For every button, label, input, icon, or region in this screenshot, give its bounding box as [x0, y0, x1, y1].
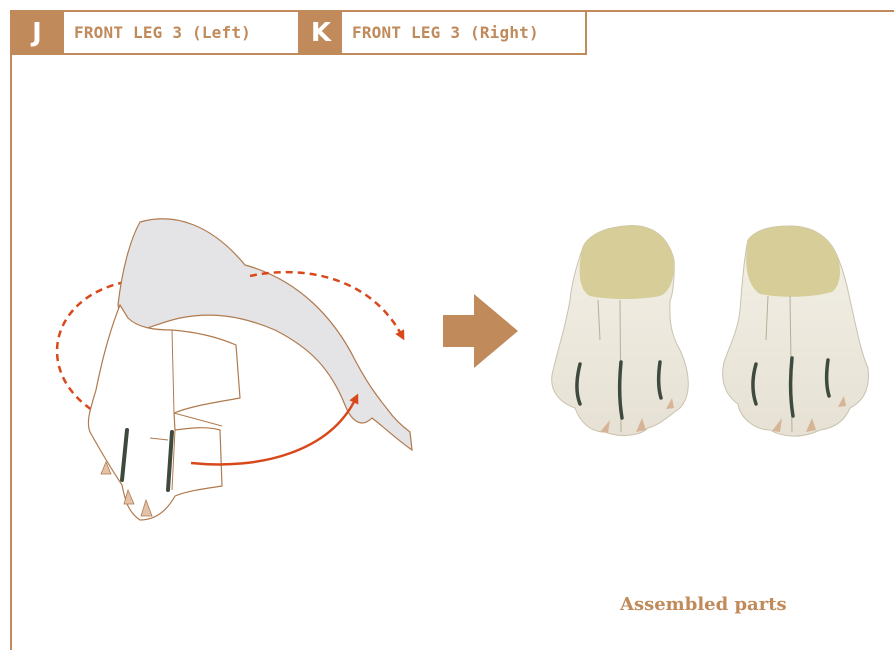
direction-arrow-icon [443, 294, 518, 368]
assembled-paw-left [552, 226, 689, 436]
assembled-parts-caption: Assembled parts [620, 594, 787, 615]
paw-shape [88, 305, 240, 520]
assembled-paw-right [723, 226, 869, 436]
